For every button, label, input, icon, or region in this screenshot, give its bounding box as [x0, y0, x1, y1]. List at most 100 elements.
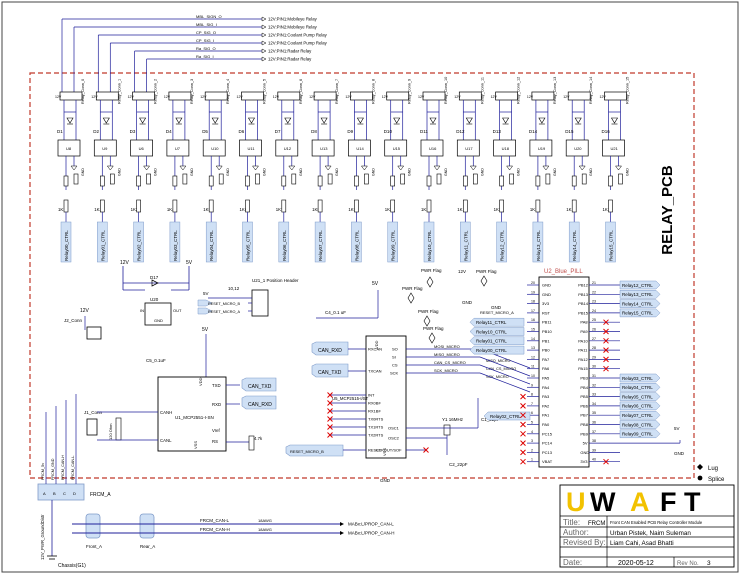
revised-label: Revised By: [563, 538, 606, 547]
relay-ctrl-label: Relay07_CTRL [318, 230, 323, 261]
rear-label: Rear_A [140, 544, 155, 549]
rev-value: 3 [707, 560, 711, 567]
frcm-connector-name: FRCM_A [90, 492, 111, 498]
position-header: U21_1 Position Header 10,12 5V RESET_MIC… [197, 278, 299, 317]
relay-ctrl-label: Relay09_CTRL [391, 230, 396, 261]
controller-left-pin: TX1RTS [368, 425, 384, 430]
controller-left-pin: RESET [368, 448, 382, 453]
mcu-right-pin-num: 27 [592, 337, 596, 341]
resistor-label: 1K16 [603, 207, 614, 212]
mcu-right-pin-num: 24 [592, 309, 596, 313]
channel-resistor [462, 175, 468, 187]
mcu-right-pin-num: 36 [592, 421, 596, 425]
flyback-diode [211, 117, 219, 124]
mcu-right-pin-num: 32 [592, 383, 596, 387]
resistor-label: 1K3 [131, 207, 139, 212]
relay-connector [604, 91, 627, 101]
relay-connector [95, 91, 119, 101]
relay-connector-label: Relay_Conn_13 [553, 77, 557, 104]
frcm-pin-num: A [43, 491, 46, 496]
controller-right-pin: CLKOUT/SOF [376, 448, 402, 453]
driver-ic [602, 139, 625, 157]
frcm-pin-label: FRCM_GND [51, 458, 55, 480]
mcu-gnd-label: GND [674, 451, 685, 456]
mcu-right-relay-label: Relay15_CTRL [622, 311, 653, 316]
bus-destination: MABx:L/PROP_CAN-L [348, 522, 394, 527]
channel-gnd-label: GND [589, 168, 593, 176]
logo-t: T [684, 487, 701, 517]
diode-label: D2 [93, 129, 99, 134]
relay-ctrl-tag [169, 221, 181, 263]
controller-right-pin: CS [392, 363, 398, 368]
controller-left-pin: TXCAN [368, 369, 382, 374]
mcu-left-pin-num: 16 [531, 318, 535, 322]
channel-resistor-2 [146, 173, 151, 185]
date-label: Date: [563, 558, 582, 567]
transceiver-rs-res: 4.7k [254, 436, 263, 441]
mcu-nc-mark [603, 458, 609, 465]
relay-connector-label: Relay_Conn_4 [226, 79, 230, 104]
regulator-12v-label: 12V [120, 260, 130, 266]
driver-ic [420, 139, 444, 157]
mcu-nc-mark [603, 319, 609, 326]
relay-ctrl-tag [97, 221, 108, 263]
relay-connector [241, 91, 264, 101]
mcu-left-pin-num: 2 [531, 448, 533, 452]
controller-vdd: VDD [374, 340, 379, 349]
channel-gnd-label: GND [480, 168, 484, 176]
driver-ic-label: U20 [574, 146, 582, 151]
mcu-left-pin: VBAT [542, 459, 553, 464]
mcu-right-pin-num: 37 [592, 430, 596, 434]
regulator-out-label: OUT [173, 308, 182, 313]
mcu-relay02-tag [483, 411, 531, 421]
mcu-nc-mark [603, 328, 609, 335]
mcu-left-relay-label: Relay01_CTRL [476, 339, 507, 344]
driver-ic-label: U10 [211, 146, 219, 151]
logo-a: A [630, 487, 650, 517]
flyback-diode [465, 117, 473, 124]
diode-label: D9 [347, 129, 353, 134]
channel-gnd-label: GND [371, 168, 375, 176]
rear-connector [139, 513, 155, 539]
spi-net-label-right: SCK_MICRO [486, 375, 509, 379]
relay-connector [422, 91, 446, 101]
channel-resistor [317, 175, 323, 187]
front-connector [85, 513, 101, 539]
mcu-left-pin: PA4 [542, 385, 550, 390]
mcu-left-pin: RST [542, 310, 551, 315]
relay-ctrl-tag [605, 221, 616, 263]
relay-12v-label: 12V [418, 95, 425, 99]
position-header-value: 10,12 [228, 286, 240, 291]
mcu-left-pin-num: 19 [531, 290, 535, 294]
can-controller: U5_MCP2515-I/ST VDD VSS RXCANTXCANINTRX0… [285, 335, 429, 483]
controller-right-pin: SO [392, 347, 398, 352]
channel-resistor [499, 175, 504, 187]
relay-connector-label: Relay_Conn_6 [299, 79, 303, 104]
logo-f: F [660, 487, 677, 517]
relay-12v-label: 12V [527, 95, 534, 99]
driver-ic [529, 139, 553, 157]
channel-resistor-2 [472, 173, 478, 185]
driver-ic-label: U11 [248, 146, 256, 151]
mcu-right-pin: GND [580, 450, 589, 455]
channel-resistor-2 [618, 173, 623, 185]
mcu-right-relay-label: Relay06_CTRL [622, 404, 653, 409]
diode-label: D13 [493, 129, 502, 134]
mcu-right-pin: PB14 [578, 301, 589, 306]
relay-ctrl-tag [242, 221, 253, 263]
mcu-right-relay-tag [619, 373, 661, 383]
transceiver-pin-txd: TXD [212, 383, 221, 388]
resistor-label: 1K12 [457, 207, 468, 212]
mcu-left-pin: PA7 [542, 357, 550, 362]
driver-ic [130, 139, 153, 157]
relay-12v-label: 12V [600, 95, 607, 99]
relay-connector [495, 91, 518, 101]
mcu-left-pin-num: 17 [531, 309, 535, 313]
relay-ctrl-tag [532, 221, 544, 263]
mcu-nc-mark [520, 393, 526, 400]
mcu-nc-mark [603, 365, 609, 372]
controller-nc-mark [327, 424, 333, 430]
mcu-left-relay-tag [469, 317, 525, 327]
